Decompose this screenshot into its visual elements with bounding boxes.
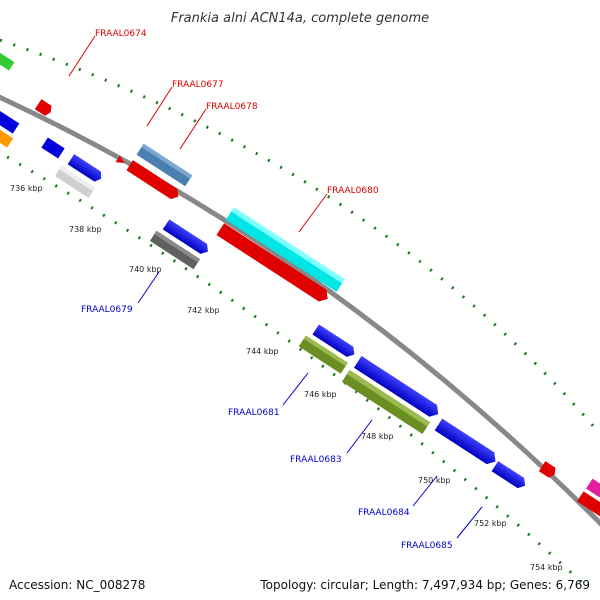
- gene-arrow: [0, 126, 14, 148]
- tick-label: 754 kbp: [530, 563, 563, 572]
- gene-arrow: [312, 324, 355, 357]
- outer-tick-track: [0, 38, 600, 437]
- gene-label-fraal0684[interactable]: FRAAL0684: [358, 508, 410, 518]
- gene-arrow: [225, 207, 345, 292]
- gene-arrow: [54, 166, 96, 198]
- gene-arrow: [434, 418, 496, 465]
- tick-label: 746 kbp: [304, 390, 337, 399]
- tick-label: 752 kbp: [474, 519, 507, 528]
- reverse-gene-labels: FRAAL0679 FRAAL0681 FRAAL0683 FRAAL0684 …: [81, 305, 453, 551]
- reverse-genes: [0, 109, 526, 489]
- genome-summary-text: Topology: circular; Length: 7,497,934 bp…: [260, 578, 590, 592]
- gene-arrow: [41, 137, 65, 159]
- tick-label: 744 kbp: [246, 347, 279, 356]
- gene-label-fraal0680[interactable]: FRAAL0680: [327, 186, 379, 196]
- gene-arrow: [0, 52, 15, 71]
- gene-label-fraal0683[interactable]: FRAAL0683: [290, 455, 342, 465]
- gene-arrow: [162, 219, 208, 254]
- gene-arrow: [34, 99, 52, 116]
- gene-arrow: [538, 461, 556, 478]
- gene-label-fraal0681[interactable]: FRAAL0681: [228, 408, 280, 418]
- tick-label: 748 kbp: [361, 432, 394, 441]
- gene-label-fraal0685[interactable]: FRAAL0685: [401, 541, 453, 551]
- gene-arrow: [115, 155, 125, 164]
- gene-arrow: [126, 160, 179, 200]
- forward-label-leaders: [68, 35, 328, 233]
- tick-label: 738 kbp: [69, 225, 102, 234]
- reverse-label-leaders: [137, 271, 483, 539]
- accession-text: Accession: NC_008278: [9, 578, 146, 592]
- gene-label-fraal0674[interactable]: FRAAL0674: [95, 29, 147, 39]
- gene-arrow: [353, 355, 439, 417]
- tick-label: 736 kbp: [10, 184, 43, 193]
- forward-gene-labels: FRAAL0674 FRAAL0677 FRAAL0678 FRAAL0680: [95, 29, 379, 196]
- gene-arrow: [149, 230, 201, 270]
- forward-genes: [0, 52, 600, 517]
- gene-arrow: [341, 369, 431, 435]
- tick-label: 740 kbp: [129, 265, 162, 274]
- gene-label-fraal0679[interactable]: FRAAL0679: [81, 305, 133, 315]
- tick-label: 742 kbp: [187, 306, 220, 315]
- genome-backbone: [0, 94, 600, 527]
- gene-arrow: [298, 335, 348, 374]
- gene-arrow: [67, 154, 102, 182]
- gene-arrow: [586, 478, 600, 498]
- gene-arrow: [491, 461, 526, 489]
- gene-arrow: [216, 223, 328, 302]
- inner-tick-track: [0, 151, 592, 592]
- gene-arrow: [0, 109, 20, 134]
- map-title: Frankia alni ACN14a, complete genome: [171, 11, 429, 26]
- tick-labels: 736 kbp 738 kbp 740 kbp 742 kbp 744 kbp …: [10, 184, 563, 572]
- tick-label: 750 kbp: [418, 476, 451, 485]
- gene-label-fraal0677[interactable]: FRAAL0677: [172, 80, 224, 90]
- gene-label-fraal0678[interactable]: FRAAL0678: [206, 102, 258, 112]
- gene-arrow: [136, 143, 193, 187]
